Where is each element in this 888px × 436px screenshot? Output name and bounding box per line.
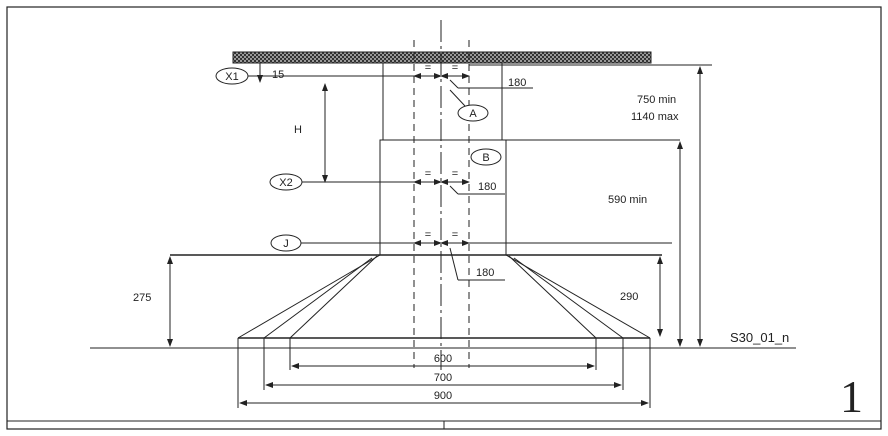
dim-180-x2: 180	[478, 181, 496, 193]
x1-eq-left-mark: =	[425, 62, 431, 74]
a-leader	[449, 89, 466, 107]
dim-600: 600	[434, 353, 452, 365]
j-180-leader	[449, 247, 459, 281]
x2-label: X2	[279, 177, 292, 189]
dim-15: 15	[272, 69, 284, 81]
dim-1140: 1140 max	[631, 111, 679, 123]
x2-eq-right-mark: =	[452, 168, 458, 180]
j-eq-left-mark: =	[425, 229, 431, 241]
dim-180-x1: 180	[508, 77, 526, 89]
dim-750: 750 min	[637, 94, 676, 106]
j-eq-right-mark: =	[452, 229, 458, 241]
x1-180-leader	[449, 79, 459, 89]
x2-180-leader	[449, 185, 459, 195]
j-label: J	[283, 238, 289, 250]
dim-180-j: 180	[476, 267, 494, 279]
hood-slope-lines	[237, 254, 651, 339]
figure-code: S30_01_n	[730, 330, 789, 345]
a-label: A	[469, 108, 477, 120]
figure-number: 1	[840, 371, 863, 422]
dim-275: 275	[133, 292, 151, 304]
b-label: B	[482, 152, 489, 164]
x2-eq-left-mark: =	[425, 168, 431, 180]
dim-290: 290	[620, 291, 638, 303]
dim-590: 590 min	[608, 194, 647, 206]
dim-700: 700	[434, 372, 452, 384]
dim-h: H	[294, 124, 302, 136]
x1-label: X1	[225, 71, 238, 83]
x1-marker: X1	[215, 67, 249, 85]
dim-900: 900	[434, 390, 452, 402]
x1-eq-right-mark: =	[452, 62, 458, 74]
a-marker: A	[457, 104, 489, 122]
b-marker: B	[470, 148, 502, 166]
ceiling-hatch	[232, 51, 652, 64]
j-marker: J	[270, 234, 302, 252]
x2-marker: X2	[269, 173, 303, 191]
